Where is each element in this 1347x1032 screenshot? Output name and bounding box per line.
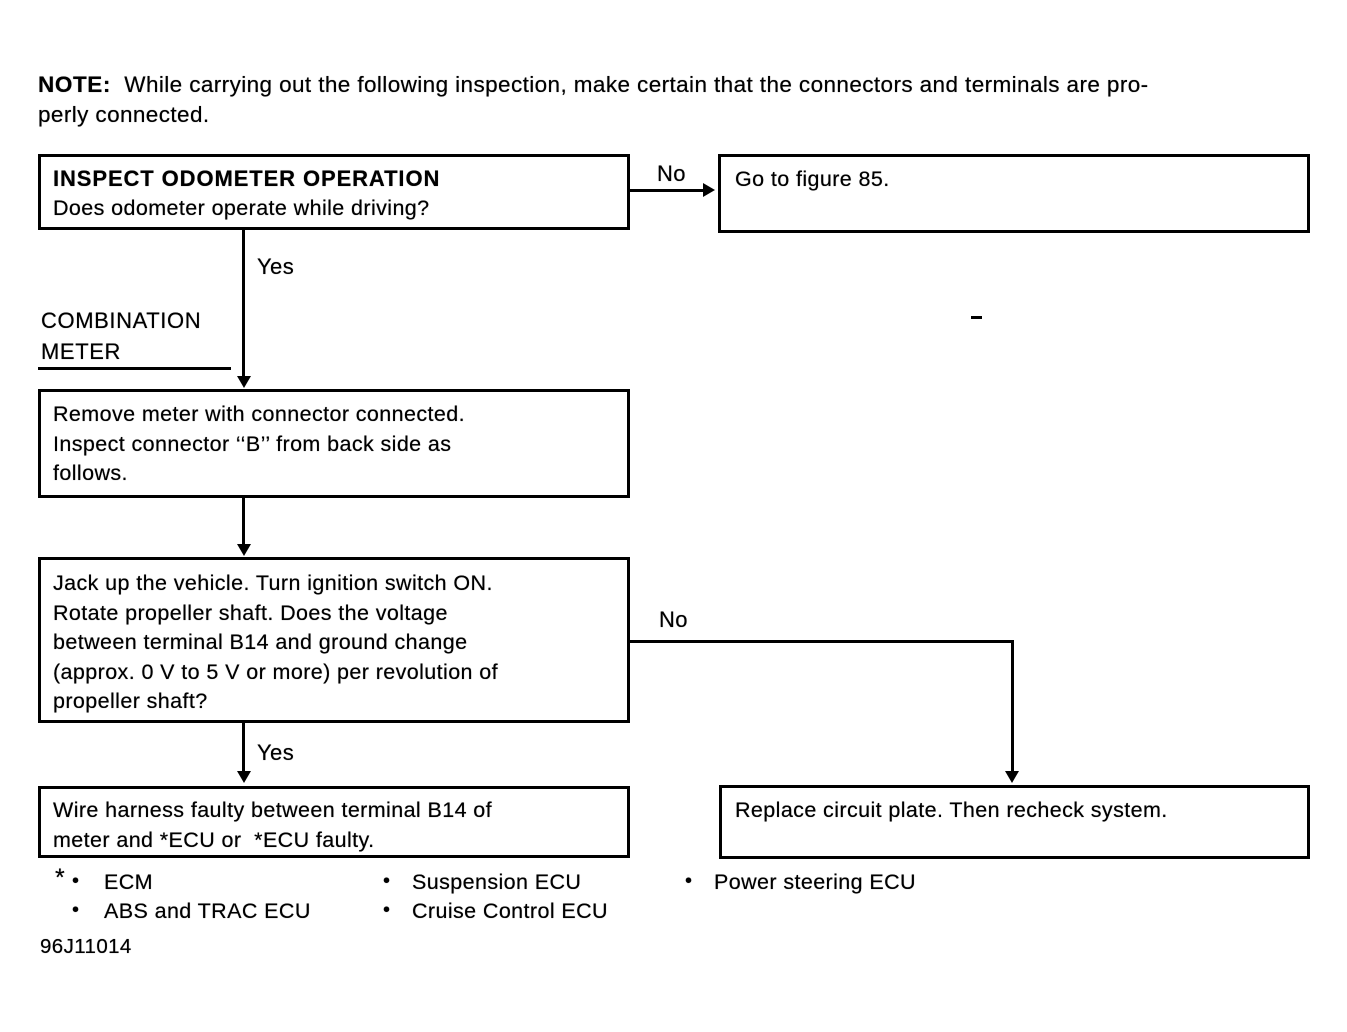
- branch-label-no-top: No: [657, 161, 686, 186]
- flow-box-inspect-odometer: INSPECT ODOMETER OPERATION Does odometer…: [38, 154, 630, 230]
- bullet-icon: •: [72, 899, 80, 921]
- flow-box-jack-line: Rotate propeller shaft. Does the voltage: [53, 600, 448, 625]
- connector-no-bottom-vline: [1011, 640, 1014, 772]
- side-label-underline: [38, 367, 231, 370]
- flow-box-remove-line: Inspect connector ‘‘B’’ from back side a…: [53, 431, 452, 456]
- branch-label-yes-top: Yes: [257, 254, 295, 279]
- legend-asterisk: *: [55, 864, 65, 892]
- branch-label-no-bottom: No: [659, 607, 688, 632]
- bullet-icon: •: [72, 870, 80, 892]
- arrowhead-down-icon: [237, 544, 251, 556]
- connector-no-top-line: [630, 189, 706, 192]
- flow-box-inspect-question: Does odometer operate while driving?: [53, 196, 430, 220]
- note-text-1: While carrying out the following inspect…: [111, 72, 1149, 97]
- legend-item-power-steering-ecu: Power steering ECU: [714, 870, 916, 894]
- flow-box-replace-text: Replace circuit plate. Then recheck syst…: [735, 798, 1168, 822]
- flow-box-replace-plate: Replace circuit plate. Then recheck syst…: [719, 785, 1310, 859]
- flow-box-wire-line: meter and *ECU or *ECU faulty.: [53, 827, 375, 852]
- flow-box-jack-line: (approx. 0 V to 5 V or more) per revolut…: [53, 659, 499, 684]
- note-label: NOTE:: [38, 72, 111, 97]
- connector-yes-top-line: [242, 230, 245, 377]
- side-label-combination: COMBINATION: [41, 308, 202, 333]
- bullet-icon: •: [685, 870, 693, 892]
- legend-item-ecm: ECM: [104, 870, 153, 894]
- bullet-icon: •: [383, 870, 391, 892]
- note-line-2: perly connected.: [38, 102, 210, 127]
- legend-item-suspension-ecu: Suspension ECU: [412, 870, 582, 894]
- branch-label-yes-bottom: Yes: [257, 740, 295, 765]
- note-line-1: NOTE: While carrying out the following i…: [38, 72, 1149, 98]
- flow-box-remove-meter: Remove meter with connector connected. I…: [38, 389, 630, 498]
- flow-box-jack-line: between terminal B14 and ground change: [53, 630, 468, 654]
- flow-box-goto-figure: Go to figure 85.: [718, 154, 1310, 233]
- legend-item-cruise-control-ecu: Cruise Control ECU: [412, 899, 608, 923]
- connector-yes-bottom-line: [242, 723, 245, 772]
- connector-remove-to-jack-line: [242, 498, 245, 545]
- side-label-meter: METER: [41, 339, 121, 364]
- flow-box-goto-text: Go to figure 85.: [735, 167, 890, 191]
- connector-no-bottom-hline: [630, 640, 1014, 643]
- legend-item-abs-trac-ecu: ABS and TRAC ECU: [104, 899, 311, 923]
- stray-scan-mark: [971, 316, 982, 319]
- arrowhead-right-icon: [703, 183, 715, 197]
- flow-box-jack-up: Jack up the vehicle. Turn ignition switc…: [38, 557, 630, 723]
- flow-box-wire-harness: Wire harness faulty between terminal B14…: [38, 786, 630, 858]
- bullet-icon: •: [383, 899, 391, 921]
- flow-box-remove-line: follows.: [53, 461, 128, 485]
- arrowhead-down-icon: [237, 376, 251, 388]
- arrowhead-down-icon: [237, 771, 251, 783]
- flow-box-inspect-title: INSPECT ODOMETER OPERATION: [53, 166, 441, 191]
- arrowhead-down-icon: [1005, 771, 1019, 783]
- flow-box-jack-line: Jack up the vehicle. Turn ignition switc…: [53, 571, 493, 595]
- figure-code: 96J11014: [40, 935, 132, 958]
- flow-box-jack-line: propeller shaft?: [53, 689, 208, 713]
- flow-box-remove-line: Remove meter with connector connected.: [53, 402, 465, 426]
- flow-box-wire-line: Wire harness faulty between terminal B14…: [53, 798, 493, 822]
